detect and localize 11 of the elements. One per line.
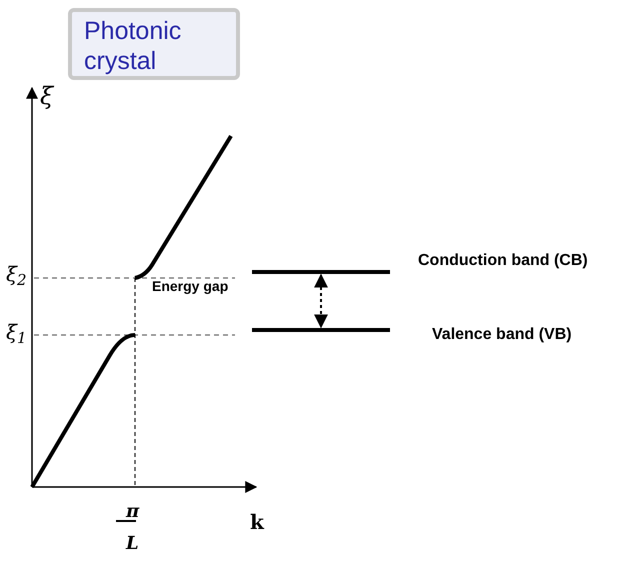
tick-label: ξ$_{1}$ — [6, 319, 27, 346]
band-label: Valence band (VB) — [432, 325, 573, 345]
band-label: Conduction band (CB) — [418, 251, 589, 271]
tick-label: π — [126, 500, 140, 524]
tick-label: L — [126, 532, 139, 556]
axis-label: k — [250, 509, 264, 536]
gap-label: Energy gap — [152, 277, 230, 296]
axis-label: ξ — [40, 81, 54, 112]
double-arrow — [314, 274, 328, 328]
tick-label: ξ$_{2}$ — [6, 261, 27, 288]
title-box: Photonic crystal — [68, 8, 240, 80]
